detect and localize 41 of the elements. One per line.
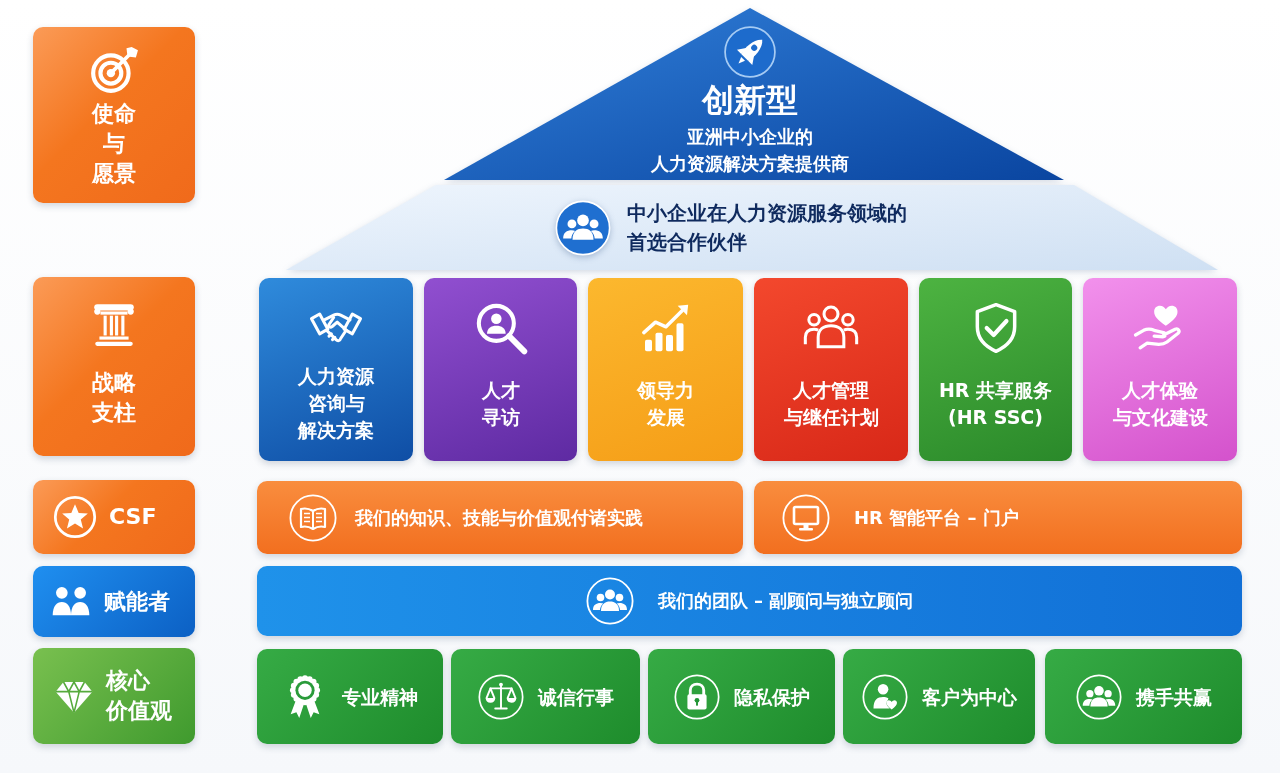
value-label: 隐私保护 <box>733 684 810 709</box>
value-label: 诚信行事 <box>537 684 614 709</box>
pillar-label: HR 共享服务 (HR SSC) <box>938 377 1053 430</box>
bar-label: 我们的团队 – 副顾问与独立顾问 <box>657 589 914 613</box>
pillar-card <box>919 278 1072 461</box>
value-card <box>843 649 1035 744</box>
value-card <box>257 649 443 744</box>
pillar-label: 人才体验与文化建设 <box>1112 377 1208 430</box>
pillar-label: 领导力发展 <box>637 377 694 430</box>
category-card <box>33 648 195 744</box>
category-label: 战略支柱 <box>92 368 136 427</box>
pillar-card <box>1083 278 1237 461</box>
pillar-card <box>259 278 413 461</box>
category-label: CSF <box>109 503 157 531</box>
category-label: 使命与愿景 <box>92 100 136 188</box>
pillar-card <box>754 278 908 461</box>
roof-heading: 创新型 <box>702 80 798 120</box>
category-card <box>33 566 195 637</box>
value-card <box>451 649 640 744</box>
value-label: 客户为中心 <box>921 684 1017 709</box>
value-label: 专业精神 <box>342 684 418 709</box>
factor-bar <box>754 481 1242 554</box>
bar-label: HR 智能平台 – 门户 <box>854 505 1019 530</box>
category-card <box>33 480 195 554</box>
factor-bar <box>257 481 743 554</box>
pillar-label: 人才管理与继任计划 <box>783 377 879 430</box>
value-card <box>1045 649 1242 744</box>
category-card <box>33 277 195 456</box>
value-card <box>648 649 835 744</box>
value-label: 携手共赢 <box>1135 684 1212 709</box>
pillar-label: 人才寻访 <box>481 377 520 430</box>
band-label: 中小企业在人力资源服务领域的首选合作伙伴 <box>627 200 907 256</box>
pillar-label: 人力资源咨询与解决方案 <box>298 364 374 443</box>
pillar-card <box>588 278 743 461</box>
team-bar <box>257 566 1242 636</box>
category-label: 赋能者 <box>104 587 170 616</box>
category-card <box>33 27 195 203</box>
bar-label: 我们的知识、技能与价值观付诸实践 <box>355 505 643 530</box>
category-label: 核心价值观 <box>106 667 172 725</box>
pillar-card <box>424 278 577 461</box>
roof-subtitle: 亚洲中小企业的人力资源解决方案提供商 <box>651 125 849 176</box>
